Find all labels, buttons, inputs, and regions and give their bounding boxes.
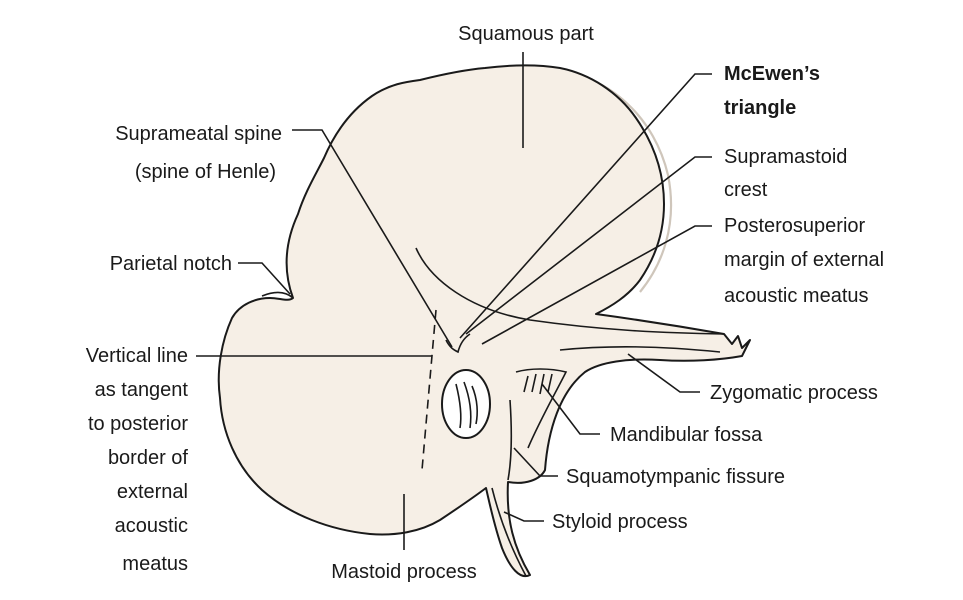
label-posterosuperior-margin-line2: margin of external bbox=[724, 249, 884, 271]
label-vertical-line-5: external bbox=[117, 481, 188, 503]
label-styloid-process: Styloid process bbox=[552, 511, 688, 533]
squamotympanic-fissure-line bbox=[507, 399, 513, 481]
label-suprameatal-spine-line2: (spine of Henle) bbox=[135, 161, 276, 183]
label-vertical-line-6: acoustic bbox=[115, 515, 188, 537]
label-posterosuperior-margin-line1: Posterosuperior bbox=[724, 215, 866, 237]
label-vertical-line-7: meatus bbox=[122, 553, 188, 575]
external-acoustic-meatus bbox=[441, 369, 491, 439]
label-vertical-line-1: Vertical line bbox=[86, 345, 188, 367]
label-parietal-notch: Parietal notch bbox=[110, 253, 232, 275]
label-suprameatal-spine-line1: Suprameatal spine bbox=[115, 123, 282, 145]
leader-squamotympanic-fissure bbox=[513, 447, 558, 477]
label-posterosuperior-margin-line3: acoustic meatus bbox=[724, 285, 869, 307]
label-supramastoid-crest-line1: Supramastoid bbox=[724, 146, 847, 168]
label-vertical-line-2: as tangent bbox=[95, 379, 189, 401]
label-zygomatic-process: Zygomatic process bbox=[710, 382, 878, 404]
vertical-tangent-dashed-line bbox=[421, 309, 437, 471]
leader-posterosuperior-margin bbox=[481, 225, 712, 345]
leader-suprameatal-spine bbox=[292, 129, 453, 348]
label-mastoid-process: Mastoid process bbox=[331, 561, 477, 583]
label-mcewens-triangle-line2: triangle bbox=[724, 97, 796, 119]
leader-supramastoid-crest bbox=[465, 156, 712, 335]
mandibular-fossa-hatching bbox=[523, 373, 553, 395]
label-supramastoid-crest-line2: crest bbox=[724, 179, 768, 201]
mandibular-fossa-shape bbox=[515, 368, 568, 449]
zygomatic-lower-edge bbox=[559, 346, 721, 353]
text-labels: Squamous part McEwen’s triangle Supramea… bbox=[86, 23, 884, 583]
leader-parietal-notch bbox=[238, 262, 291, 295]
leader-styloid-process bbox=[503, 511, 544, 522]
leader-mandibular-fossa bbox=[541, 383, 600, 435]
supramastoid-crest-line bbox=[415, 247, 725, 335]
meatus-inner-hatching bbox=[455, 381, 478, 429]
leader-mcewens-triangle bbox=[459, 73, 712, 339]
label-vertical-line-4: border of bbox=[108, 447, 188, 469]
leader-lines bbox=[196, 52, 712, 550]
leader-zygomatic-process bbox=[627, 353, 700, 393]
styloid-process-shape bbox=[491, 487, 527, 577]
label-mandibular-fossa: Mandibular fossa bbox=[610, 424, 763, 446]
parietal-notch-edge bbox=[261, 291, 294, 299]
label-squamous-part: Squamous part bbox=[458, 23, 594, 45]
label-squamotympanic-fissure: Squamotympanic fissure bbox=[566, 466, 785, 488]
label-mcewens-triangle-line1: McEwen’s bbox=[724, 63, 820, 85]
suprameatal-spine-shape bbox=[445, 333, 471, 354]
label-vertical-line-3: to posterior bbox=[88, 413, 188, 435]
